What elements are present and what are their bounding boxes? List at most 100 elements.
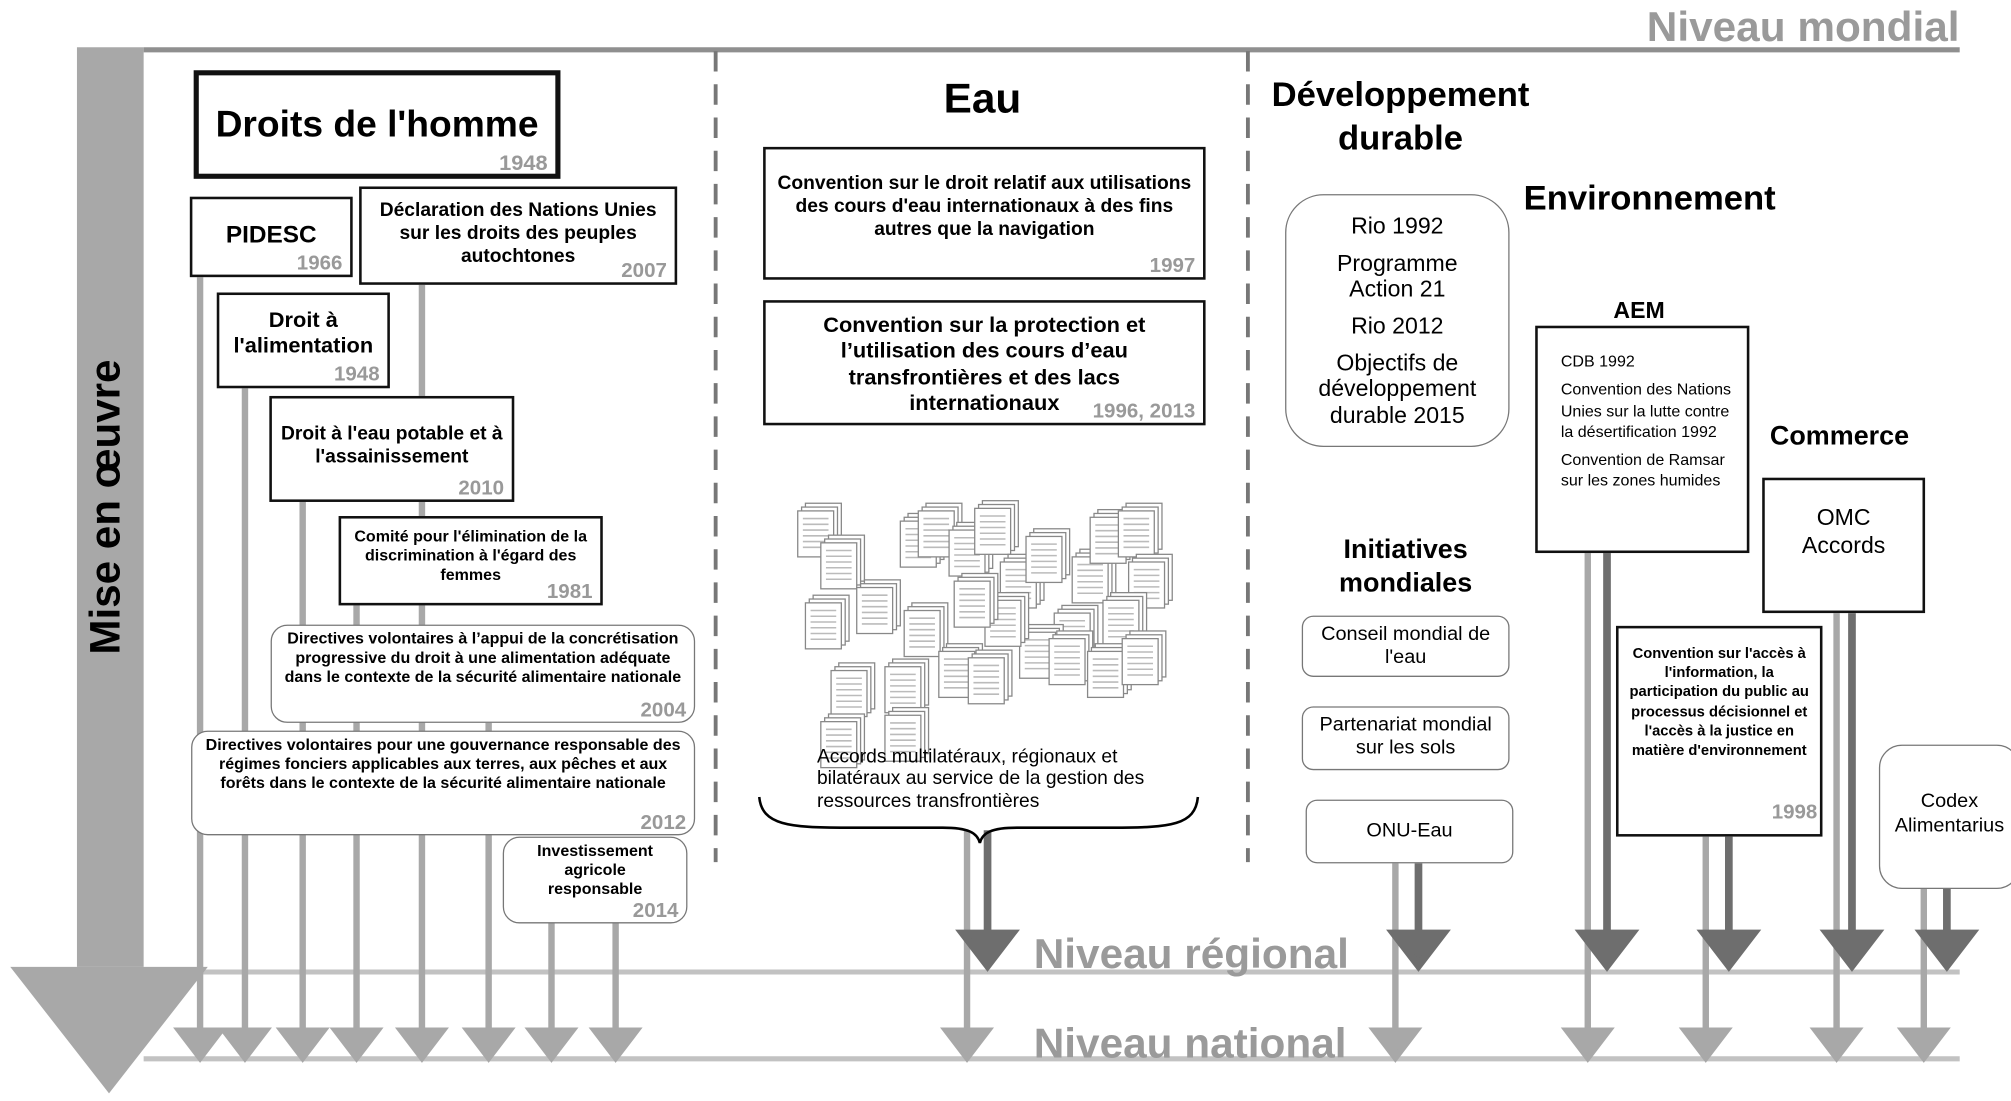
national-arrow-head [1560,1027,1615,1063]
level-national-label: Niveau national [1033,1019,1347,1067]
environment-title: Environnement [1523,178,1776,218]
pidesc-box: PIDESC 1966 [189,196,353,278]
national-arrow-head [461,1027,516,1063]
human-rights-year: 1948 [499,150,548,175]
document-icon [820,542,858,590]
document-icon [1048,637,1086,686]
food-right-year: 1948 [333,364,380,386]
national-arrow-head [173,1027,228,1063]
transboundary-convention-title: Convention sur la protection et l’utilis… [823,312,1146,416]
human-rights-box: Droits de l'homme 1948 [193,70,561,179]
undrip-title: Déclaration des Nations Unies sur les dr… [379,199,657,267]
document-icon [884,666,922,714]
national-arrow-head [394,1027,449,1063]
document-icon [830,669,868,718]
initiatives-title: Initiatives mondiales [1339,535,1473,599]
food-guidelines-box: Directives volontaires à l’appui de la c… [270,624,696,723]
implementation-arrow [10,47,208,1094]
document-stack-icon [797,500,1173,769]
transboundary-convention-year: 1996, 2013 [1092,401,1196,423]
tenure-guidelines-title: Directives volontaires pour une gouverna… [205,735,681,792]
regional-arrow-head [1386,929,1451,972]
tenure-guidelines-year: 2012 [640,812,687,835]
rio-1992: Rio 1992 [1351,213,1444,239]
aarhus-year: 1998 [1771,802,1818,824]
national-arrow-head [275,1027,330,1063]
sustainable-dev-title: Développement durable [1271,75,1530,157]
aem-box: CDB 1992 Convention des Nations Unies su… [1535,325,1750,554]
national-arrow-head [1896,1027,1951,1063]
wto-box: OMC Accords [1762,477,1926,614]
water-title: Eau [943,74,1022,122]
national-arrows [173,277,1951,1063]
un-water-box: ONU-Eau [1305,799,1514,864]
watercourses-convention-box: Convention sur le droit relatif aux util… [763,146,1206,280]
document-icon [1121,637,1159,686]
national-arrow-head [524,1027,579,1063]
food-right-box: Droit à l'alimentation 1948 [216,292,390,389]
rai-year: 2014 [632,900,679,923]
un-water-label: ONU-Eau [1366,820,1453,842]
national-arrow-head [1809,1027,1864,1063]
rai-box: Investissement agricole responsable 2014 [502,836,688,924]
level-lines [143,47,1960,1062]
aarhus-box: Convention sur l'accès à l'information, … [1615,625,1823,837]
codex-label: Codex Alimentarius [1894,790,2005,837]
cedaw-title: Comité pour l'élimination de la discrimi… [354,527,588,584]
wto-label: OMC Accords [1801,504,1886,558]
aarhus-title: Convention sur l'accès à l'information, … [1629,646,1809,759]
commerce-title: Commerce [1769,421,1910,451]
water-right-box: Droit à l'eau potable et à l'assainissem… [269,395,515,502]
section-dividers [713,51,1250,863]
regional-arrow-head [1914,929,1980,972]
ramsar-convention: Convention de Ramsar sur les zones humid… [1560,450,1725,490]
transboundary-convention-box: Convention sur la protection et l’utilis… [763,300,1206,426]
agenda-21: Programme Action 21 [1337,249,1458,302]
watercourses-convention-year: 1997 [1149,255,1196,278]
national-arrow-head [940,1027,995,1063]
regional-arrows [955,553,1980,972]
curly-brace [757,796,1200,844]
unccd-1992: Convention des Nations Unies sur la lutt… [1560,380,1732,441]
accords-text: Accords multilatéraux, régionaux et bila… [816,745,1145,812]
regional-arrow-head [1696,929,1762,972]
document-icon [974,507,1012,555]
world-water-council-box: Conseil mondial de l'eau [1301,615,1510,677]
food-guidelines-title: Directives volontaires à l’appui de la c… [284,629,682,686]
pidesc-title: PIDESC [225,222,317,250]
national-arrow-head [1368,1027,1423,1063]
axis-label: Mise en œuvre [80,359,129,655]
aem-title: AEM [1613,297,1665,324]
level-regional-label: Niveau régional [1033,929,1349,978]
regional-arrow-head [1574,929,1640,972]
national-arrow-head [1678,1027,1733,1063]
pidesc-year: 1966 [296,252,343,275]
cbd-1992: CDB 1992 [1560,352,1635,371]
rio-box: Rio 1992 Programme Action 21 Rio 2012 Ob… [1285,194,1510,448]
global-soil-partnership-label: Partenariat mondial sur les sols [1319,713,1492,759]
national-arrow-head [217,1027,272,1063]
food-guidelines-year: 2004 [640,699,687,722]
tenure-guidelines-box: Directives volontaires pour une gouverna… [191,730,696,836]
national-arrow-head [588,1027,643,1063]
undrip-year: 2007 [621,260,667,283]
regional-arrow-head [1819,929,1885,972]
world-water-council-label: Conseil mondial de l'eau [1321,623,1491,668]
watercourses-convention-title: Convention sur le droit relatif aux util… [777,172,1192,241]
human-rights-title: Droits de l'homme [215,104,539,146]
food-right-title: Droit à l'alimentation [233,307,374,359]
rio-2012: Rio 2012 [1351,313,1444,339]
level-mondial-label: Niveau mondial [1646,2,1960,50]
rai-title: Investissement agricole responsable [537,841,654,898]
water-right-year: 2010 [458,477,505,500]
cedaw-box: Comité pour l'élimination de la discrimi… [338,516,603,606]
sdg-2015: Objectifs de développement durable 2015 [1318,349,1477,429]
cedaw-year: 1981 [546,581,593,603]
undrip-box: Déclaration des Nations Unies sur les dr… [359,186,678,285]
national-arrow-head [329,1027,384,1063]
global-soil-partnership-box: Partenariat mondial sur les sols [1301,706,1510,771]
regional-arrow-head [955,929,1020,972]
codex-box: Codex Alimentarius [1878,744,2011,889]
water-right-title: Droit à l'eau potable et à l'assainissem… [281,422,503,468]
